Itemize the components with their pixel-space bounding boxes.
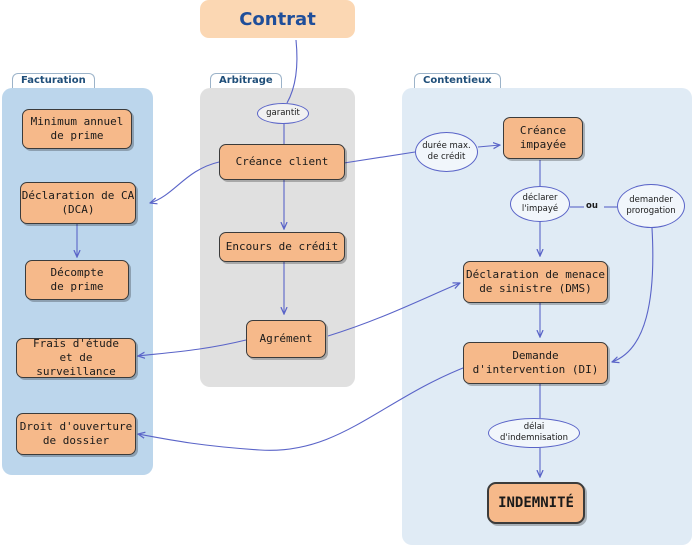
minimum-annuel-node: Minimum annuel de prime [22,109,132,149]
link-contrat-garantit [286,39,298,104]
demande-intervention-node: Demande d'intervention (DI) [463,342,608,384]
delai-indemnisation-label: délai d'indemnisation [488,418,580,448]
declarer-impaye-label: déclarer l'impayé [510,186,570,222]
frais-node: Frais d'étude et de surveillance [16,337,136,378]
link-agrement-dms [327,283,460,337]
contentieux-tab-label: Contentieux [414,73,501,88]
garantit-label: garantit [257,103,309,124]
link-duree-impayee [477,145,500,147]
creance-impayee-node: Créance impayée [503,117,583,159]
link-agrement-frais [138,339,247,356]
contrat-title: Contrat [200,0,355,38]
encours-credit-node: Encours de crédit [219,232,345,262]
arbitrage-tab-label: Arbitrage [210,73,282,88]
indemnite-node: INDEMNITÉ [487,482,585,524]
ou-label: ou [586,201,598,211]
facturation-tab-label: Facturation [12,73,95,88]
creance-client-node: Créance client [219,144,345,180]
demander-prorogation-label: demander prorogation [617,184,685,228]
dms-node: Déclaration de menace de sinistre (DMS) [463,261,608,303]
declaration-ca-node: Déclaration de CA (DCA) [20,182,136,224]
decompte-node: Décompte de prime [25,260,129,300]
link-demander-di [612,227,654,362]
link-di-droit [138,365,469,451]
droit-ouverture-node: Droit d'ouverture de dossier [16,413,136,455]
agrement-node: Agrément [246,320,326,358]
link-creance-duree [343,151,416,164]
link-creance-dca [150,161,220,203]
duree-max-credit-label: durée max. de crédit [415,132,478,172]
